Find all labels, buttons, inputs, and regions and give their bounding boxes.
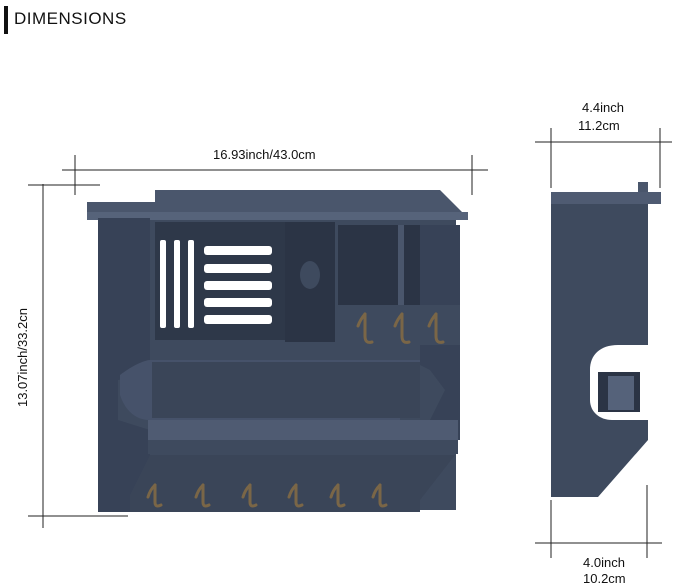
bottom-hook-5-curl [329,483,340,499]
side-bottom-dimension [535,485,662,558]
top-hook-3-curl [427,312,438,328]
bottom-shelf-top [148,420,458,440]
top-hook-1 [363,312,374,344]
bottom-hook-4 [294,483,304,508]
bottom-hook-rail [130,455,455,512]
title-accent-bar [4,6,8,34]
top-hook-1-curl [356,312,367,328]
bottom-hook-6 [378,483,388,508]
right-cubby [338,225,420,307]
horizontal-slot-4 [204,298,272,307]
middle-shelf-panel [152,362,420,418]
bottom-hook-3 [248,483,258,508]
bottom-hook-3-curl [241,483,252,499]
side-bottom-depth-cm: 10.2cm [583,571,626,586]
bottom-hook-1-curl [146,483,157,499]
side-cutout-shelf [608,376,634,410]
bottom-hook-2 [201,483,211,508]
front-height-label: 13.07inch/33.2cn [15,307,31,408]
horizontal-slot-5 [204,315,272,324]
front-view-shelf [87,190,468,512]
hook-board-top [338,305,460,345]
front-width-label: 16.93inch/43.0cm [213,147,316,162]
left-side-panel [98,218,150,512]
side-top-depth-cm: 11.2cm [578,118,620,133]
side-panel [551,204,648,497]
bottom-shelf-lip [148,440,458,454]
side-crown-tip [638,182,648,194]
bottom-hook-1 [153,483,163,508]
middle-knob [300,261,320,289]
side-bottom-depth-inch: 4.0inch [583,555,625,570]
top-hook-2 [400,312,411,344]
side-top-edge [551,192,661,204]
crown-edge [87,212,468,220]
bottom-hook-5 [336,483,346,508]
front-height-dimension [28,184,128,528]
bottom-hook-4-curl [287,483,298,499]
vertical-slot-3 [188,240,194,328]
front-width-dimension [62,155,488,195]
right-cubby-divider [398,225,404,307]
top-hook-2-curl [393,312,404,328]
horizontal-slot-2 [204,264,272,273]
bottom-hooks [146,483,388,508]
vertical-slot-2 [174,240,180,328]
side-top-dimension [535,128,672,188]
bottom-hook-6-curl [371,483,382,499]
horizontal-slot-3 [204,281,272,290]
side-top-depth-inch: 4.4inch [582,100,624,115]
page-title: DIMENSIONS [14,9,127,28]
top-crown [87,190,468,218]
top-hook-3 [434,312,445,344]
bottom-hook-2-curl [194,483,205,499]
vertical-slot-1 [160,240,166,328]
horizontal-slot-1 [204,246,272,255]
side-view-shelf [551,182,661,497]
top-hooks [356,312,445,344]
